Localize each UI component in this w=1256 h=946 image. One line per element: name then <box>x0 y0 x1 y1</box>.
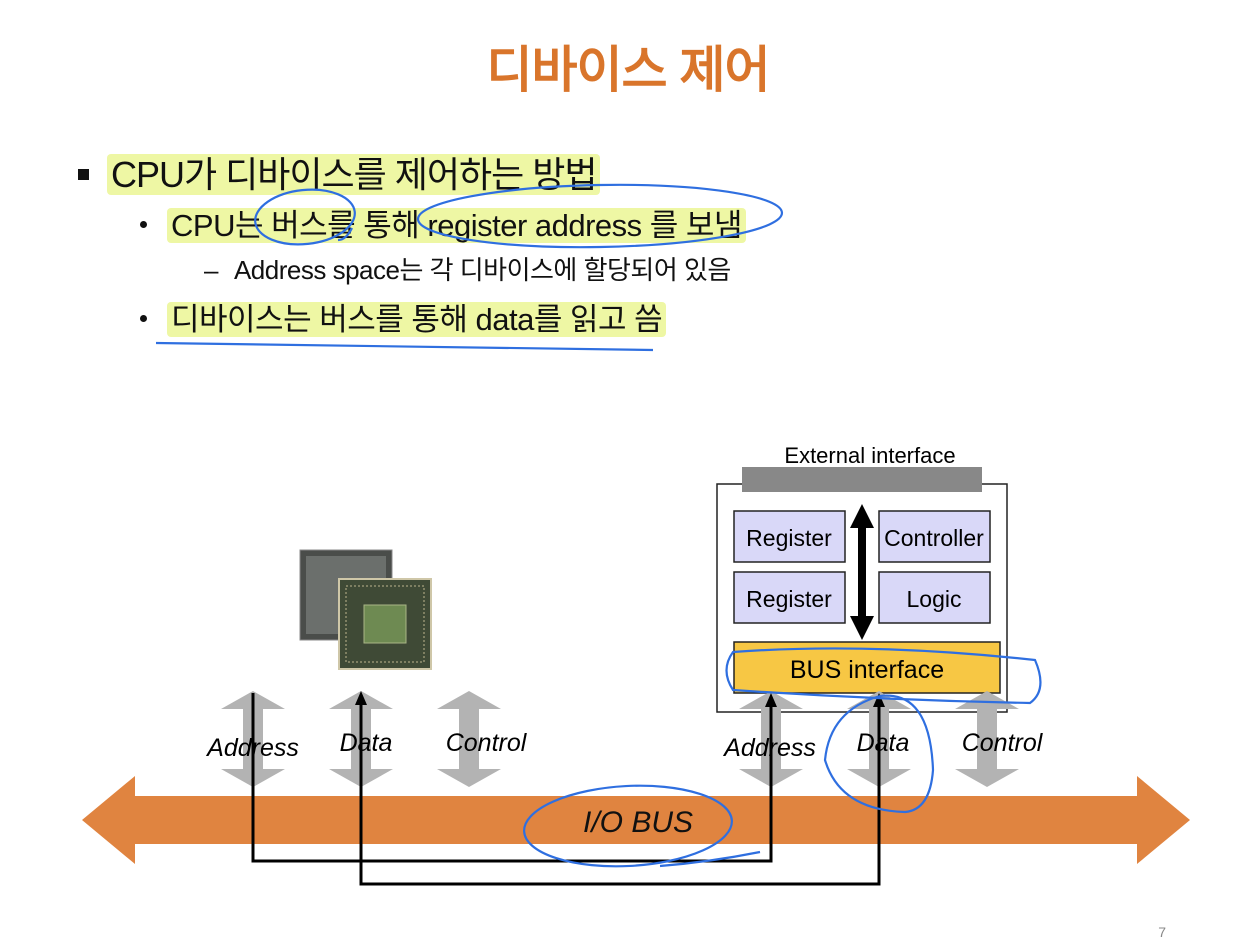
annotation-circle-register-address <box>416 183 784 249</box>
dot-bullet-icon <box>140 221 147 229</box>
device-address-label: Address <box>722 734 816 762</box>
routing-lines <box>251 693 881 886</box>
annotation-circle-bus <box>254 188 356 246</box>
bullet-sub2: 디바이스는 버스를 통해 data를 읽고 씀 <box>140 294 667 339</box>
annotation-circle-io-bus <box>523 784 733 868</box>
device-control-arrow <box>955 691 1019 787</box>
internal-double-arrow <box>850 504 874 640</box>
annotation-circle-data <box>823 694 935 814</box>
annotation-tick <box>337 227 353 242</box>
cpu-control-arrow <box>437 691 501 787</box>
cpu-chip-icon <box>299 549 432 670</box>
address-arrowhead <box>765 693 777 707</box>
routing-arrowheads <box>355 691 885 707</box>
data-arrowhead-cpu <box>355 691 367 705</box>
page-number: 7 <box>1158 924 1166 940</box>
slide-title: 디바이스 제어 <box>486 42 771 98</box>
cpu-control-label: Control <box>446 729 528 757</box>
external-interface-label: External interface <box>784 443 955 468</box>
bullet-sub1-detail-text: Address space는 각 디바이스에 할당되어 있음 <box>233 255 731 285</box>
bullet-main: CPU가 디바이스를 제어하는 방법 <box>78 146 601 198</box>
bullet-sub1-detail: –Address space는 각 디바이스에 할당되어 있음 <box>204 250 731 287</box>
bus-interface-label: BUS interface <box>790 656 944 684</box>
annotation-underline <box>155 341 654 352</box>
device-data-label: Data <box>857 729 910 757</box>
diagram-annotations <box>523 647 1042 868</box>
register-label-1: Register <box>746 525 832 551</box>
register-box-1 <box>733 510 846 563</box>
bullet-main-text: CPU가 디바이스를 제어하는 방법 <box>107 154 601 195</box>
annotation-circle-bus-interface <box>725 647 1042 705</box>
logic-box <box>878 571 991 624</box>
register-label-2: Register <box>746 586 832 612</box>
dot-bullet-icon <box>140 315 147 323</box>
io-bus-label: I/O BUS <box>583 806 693 839</box>
data-arrowhead-device <box>873 693 885 707</box>
cpu-data-label: Data <box>340 729 393 757</box>
bullet-annotations <box>155 183 784 352</box>
dash-bullet-icon: – <box>204 255 218 285</box>
annotation-tail-io-bus <box>659 850 761 868</box>
logic-label: Logic <box>907 586 962 612</box>
bullet-sub2-text: 디바이스는 버스를 통해 data를 읽고 씀 <box>167 302 667 337</box>
address-path-line <box>251 693 773 863</box>
controller-label: Controller <box>884 525 984 551</box>
square-bullet-icon <box>78 168 89 180</box>
device-control-label: Control <box>962 729 1044 757</box>
data-path-line <box>359 704 881 886</box>
external-interface-bar <box>742 467 982 492</box>
io-bus-arrow <box>82 776 1190 864</box>
controller-box <box>878 510 991 563</box>
register-box-2 <box>733 571 846 624</box>
